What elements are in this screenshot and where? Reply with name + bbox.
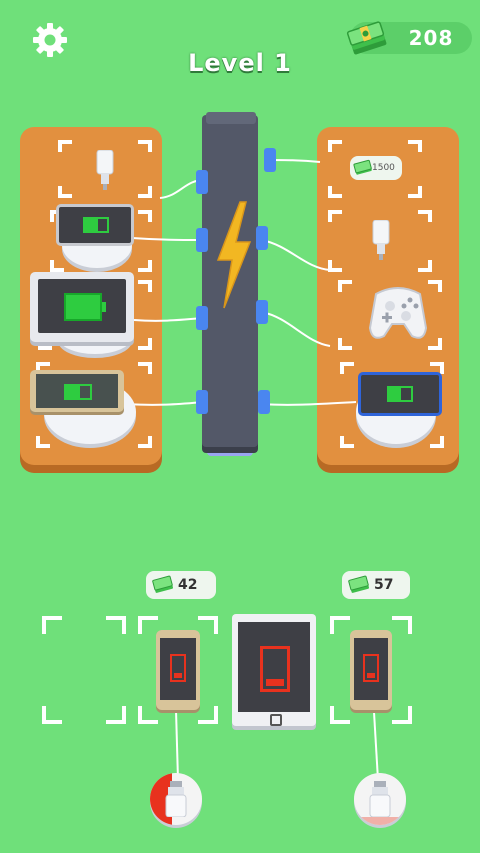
charger-button-right[interactable] bbox=[354, 773, 406, 825]
left-slot-frame-4 bbox=[36, 362, 152, 448]
inventory-slot-empty-frame bbox=[42, 616, 126, 724]
low-battery-icon bbox=[363, 654, 379, 682]
right-slot-frame-4 bbox=[340, 362, 444, 448]
slot-1-price: 42 bbox=[178, 577, 198, 593]
inventory-phone-3[interactable] bbox=[350, 630, 392, 710]
game-controller[interactable] bbox=[366, 276, 430, 346]
usb-charger-plug[interactable] bbox=[94, 149, 116, 190]
gold-phone-charging[interactable] bbox=[30, 370, 124, 412]
battery-icon bbox=[64, 384, 92, 400]
right-slot-frame-3 bbox=[338, 280, 442, 350]
usb-plug-icon bbox=[165, 781, 187, 817]
slot-1-price-tag[interactable]: 42 bbox=[146, 571, 216, 599]
phone-charging[interactable] bbox=[56, 204, 134, 246]
unlock-price-tag[interactable]: 1500 bbox=[350, 156, 402, 180]
low-battery-icon bbox=[170, 654, 186, 682]
charger-button-left[interactable] bbox=[150, 773, 202, 825]
charge-progress-fill bbox=[354, 817, 406, 825]
cash-icon bbox=[353, 159, 372, 175]
usb-charger-plug[interactable] bbox=[370, 219, 392, 260]
unlock-price: 1500 bbox=[372, 163, 395, 173]
phone-screen bbox=[160, 638, 196, 700]
lightning-icon bbox=[214, 200, 254, 310]
settings-button[interactable] bbox=[30, 20, 70, 60]
home-button bbox=[270, 714, 282, 726]
station-port bbox=[196, 390, 208, 414]
station-port bbox=[264, 148, 276, 172]
usb-plug-icon bbox=[96, 149, 114, 190]
station-port bbox=[196, 170, 208, 194]
low-battery-icon bbox=[260, 646, 290, 692]
tablet-screen bbox=[238, 622, 310, 712]
inventory-slot-1-frame bbox=[138, 616, 218, 724]
right-slot-frame-1 bbox=[328, 140, 422, 198]
money-value: 208 bbox=[408, 26, 454, 50]
cable-bottom-left bbox=[175, 709, 179, 781]
inventory-phone-1[interactable] bbox=[156, 630, 200, 710]
battery-icon bbox=[387, 386, 413, 402]
inventory-tablet[interactable] bbox=[232, 614, 316, 726]
gamepad-icon bbox=[368, 287, 428, 339]
left-slot-frame-2 bbox=[50, 210, 152, 272]
left-slot-frame-1 bbox=[58, 140, 152, 198]
cable-right-2 bbox=[261, 239, 331, 271]
slot-3-price: 57 bbox=[374, 577, 394, 593]
battery-icon bbox=[83, 217, 109, 233]
slot-3-price-tag[interactable]: 57 bbox=[342, 571, 410, 599]
cash-icon bbox=[152, 575, 174, 593]
battery-icon bbox=[64, 293, 106, 321]
gear-icon bbox=[33, 23, 67, 57]
usb-plug-icon bbox=[372, 219, 390, 260]
inventory-slot-3-frame bbox=[330, 616, 412, 724]
station-port bbox=[196, 228, 208, 252]
station-port bbox=[196, 306, 208, 330]
level-title: Level 1 bbox=[188, 49, 292, 77]
station-port bbox=[258, 390, 270, 414]
station-port bbox=[256, 300, 268, 324]
usb-plug-icon bbox=[369, 781, 391, 817]
phone-screen bbox=[36, 374, 118, 408]
station-top bbox=[206, 112, 256, 124]
cable-right-4 bbox=[261, 401, 357, 406]
tablet-charging[interactable] bbox=[30, 272, 134, 342]
cash-icon bbox=[348, 575, 370, 593]
right-slot-frame-2 bbox=[328, 210, 432, 272]
phone-charging[interactable] bbox=[358, 372, 442, 416]
tablet-screen bbox=[38, 279, 126, 333]
phone-screen bbox=[354, 638, 388, 700]
cable-right-3 bbox=[261, 311, 331, 347]
cable-bottom-right bbox=[373, 711, 379, 781]
cash-stack-icon bbox=[346, 18, 390, 58]
station-port bbox=[256, 226, 268, 250]
